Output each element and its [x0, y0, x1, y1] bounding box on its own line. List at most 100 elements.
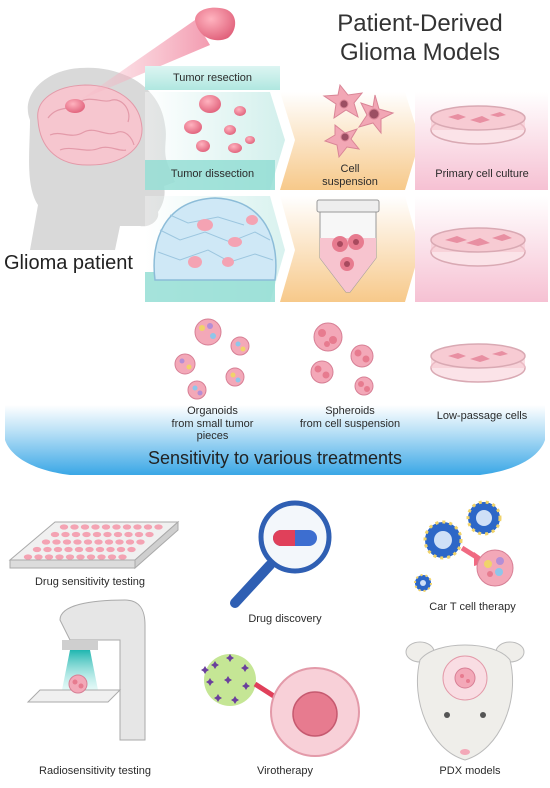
well	[80, 524, 90, 530]
well	[91, 524, 100, 530]
label-tumor-dissection: Tumor dissection	[170, 168, 255, 180]
well	[127, 546, 136, 553]
well	[118, 554, 127, 560]
well	[154, 524, 163, 530]
well	[65, 554, 75, 560]
mouse	[405, 641, 525, 761]
well	[107, 554, 117, 560]
well	[95, 546, 105, 553]
label-organoids: Organoids from small tumor pieces	[150, 405, 275, 443]
label-pdx: PDX models	[439, 765, 501, 777]
virus-particle	[201, 666, 209, 674]
well	[82, 531, 91, 538]
well	[34, 554, 43, 560]
well-plate	[8, 520, 180, 570]
treatment-band	[5, 405, 545, 475]
well	[74, 546, 84, 553]
well	[145, 531, 154, 538]
matrigel-dome	[153, 197, 277, 281]
virus-particle	[241, 664, 249, 672]
resection-beam	[80, 20, 210, 100]
virus-particle	[224, 676, 232, 684]
label-cell-suspension: Cell suspension	[290, 163, 410, 188]
well	[143, 524, 153, 530]
well	[61, 531, 70, 538]
well	[104, 539, 114, 545]
car-t-cells	[414, 500, 514, 592]
well	[23, 554, 33, 560]
well	[76, 554, 85, 560]
patient-head	[27, 67, 175, 250]
radiotherapy-machine	[26, 599, 146, 741]
petri-dish-1	[430, 105, 526, 145]
virus-particle	[231, 696, 239, 704]
label-drug-discovery: Drug discovery	[248, 613, 322, 625]
well	[125, 539, 135, 545]
organoids-line-1: Organoids	[187, 405, 238, 417]
well	[133, 524, 142, 530]
well	[71, 531, 81, 538]
target-cell	[253, 667, 360, 757]
virus-particle	[242, 682, 250, 690]
magnifier	[230, 500, 332, 608]
well	[62, 539, 72, 545]
petri-dish-2	[430, 227, 526, 267]
label-low-passage: Low-passage cells	[436, 410, 528, 422]
wells	[23, 524, 163, 560]
band-label: Sensitivity to various treatments	[147, 448, 403, 468]
organoids-line-2: from small tumor	[171, 417, 254, 430]
well	[32, 546, 42, 553]
title-line-1: Patient-Derived	[337, 10, 503, 37]
spheroids	[310, 322, 374, 396]
spheroids-line-1: Spheroids	[325, 405, 375, 417]
well	[103, 531, 112, 538]
well	[43, 546, 52, 553]
well	[85, 546, 94, 553]
label-car-t: Car T cell therapy	[429, 601, 516, 613]
virus-particle	[211, 661, 219, 669]
label-spheroids: Spheroids from cell suspension	[285, 405, 415, 430]
virus-particle	[226, 654, 234, 662]
well	[50, 531, 60, 538]
well	[113, 531, 123, 538]
well	[70, 524, 79, 530]
viruses	[201, 654, 250, 704]
well	[64, 546, 73, 553]
well	[83, 539, 93, 545]
well	[86, 554, 96, 560]
well	[106, 546, 115, 553]
page-title: Patient-Derived Glioma Models	[300, 10, 540, 68]
well	[53, 546, 63, 553]
label-radiosensitivity: Radiosensitivity testing	[39, 765, 151, 777]
tumor-pieces	[184, 95, 255, 153]
organoids-line-3: pieces	[196, 430, 229, 443]
spheroids-line-2: from cell suspension	[299, 417, 401, 430]
well	[41, 539, 51, 545]
well	[59, 524, 69, 530]
well	[94, 539, 103, 545]
well	[116, 546, 126, 553]
well	[73, 539, 82, 545]
well	[136, 539, 145, 545]
label-tumor-resection: Tumor resection	[172, 72, 253, 84]
well	[44, 554, 54, 560]
well	[122, 524, 132, 530]
cell-suspension-line-1: Cell	[340, 163, 360, 175]
virus-particle	[206, 678, 214, 686]
well	[92, 531, 102, 538]
well	[134, 531, 144, 538]
cell-suspension-line-2: suspension	[322, 175, 378, 188]
well	[101, 524, 111, 530]
title-line-2: Glioma Models	[339, 38, 501, 66]
well	[97, 554, 106, 560]
well	[112, 524, 121, 530]
glioma-cells	[322, 83, 395, 159]
virus-particle	[214, 694, 222, 702]
well	[124, 531, 133, 538]
organoids	[174, 318, 250, 400]
patient-label: Glioma patient	[4, 252, 133, 274]
resected-tumor	[195, 7, 236, 41]
conical-tube	[316, 199, 380, 293]
